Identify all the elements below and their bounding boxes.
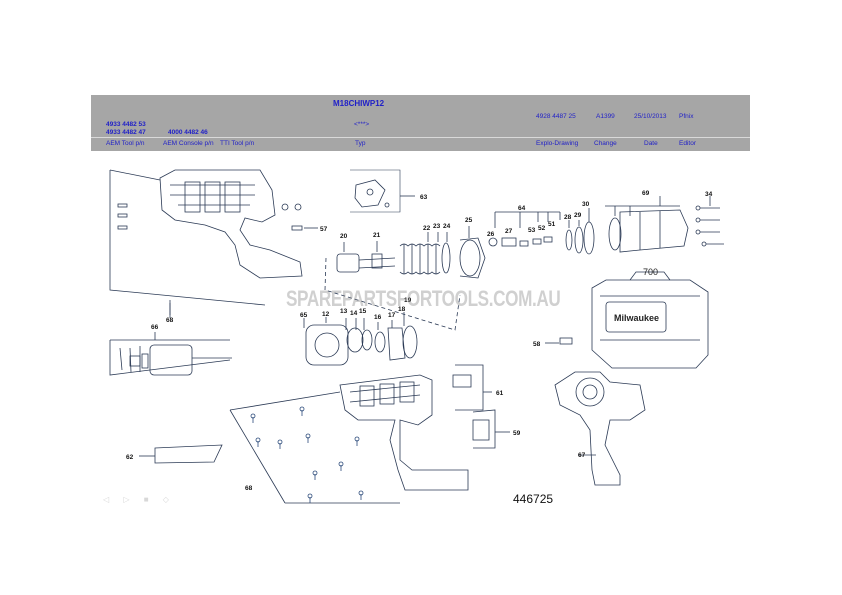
label-16: 16 [374, 314, 382, 321]
page-nav-glyphs[interactable]: ◁ ▷ ■ ◇ [103, 495, 175, 504]
label-15: 15 [359, 308, 367, 315]
label-53: 53 [528, 227, 536, 234]
label-23: 23 [433, 223, 441, 230]
label-59: 59 [513, 430, 521, 437]
hammer-25 [459, 226, 486, 279]
label-52: 52 [538, 225, 546, 232]
typ-value: <***> [354, 121, 370, 128]
label-68-lower: 68 [245, 485, 253, 492]
label-24: 24 [443, 223, 451, 230]
label-66: 66 [151, 324, 159, 331]
part-61 [452, 364, 492, 411]
bracket-63 [350, 169, 415, 213]
label-64: 64 [518, 205, 526, 212]
label-25: 25 [465, 217, 473, 224]
label-13: 13 [340, 308, 348, 315]
screws-34 [695, 196, 724, 247]
label-21: 21 [373, 232, 381, 239]
title-block: M18CHIWP12 4933 4482 53 4933 4482 47 400… [91, 95, 750, 151]
screw-57 [291, 225, 318, 231]
label-58: 58 [533, 341, 541, 348]
col-aem-console: AEM Console p/n [163, 140, 214, 147]
label-68-upper: 68 [166, 317, 174, 324]
title-block-divider [91, 137, 750, 138]
label-28: 28 [564, 214, 572, 221]
model-title: M18CHIWP12 [333, 99, 385, 108]
col-explo-drawing: Explo-Drawing [536, 140, 579, 147]
label-14: 14 [350, 310, 358, 317]
label-27: 27 [505, 228, 513, 235]
date-value: 25/10/2013 [634, 113, 667, 120]
col-change: Change [594, 140, 617, 147]
aem-tool-part-no-1: 4933 4482 53 [106, 121, 146, 128]
case-brand-text: Milwaukee [614, 313, 659, 323]
part-number-labels: 63 57 20 21 22 23 24 25 26 27 64 53 52 5… [126, 190, 713, 492]
label-57: 57 [320, 226, 328, 233]
assembled-tool-67 [554, 371, 646, 486]
label-69: 69 [642, 190, 650, 197]
label-34: 34 [705, 191, 713, 198]
watermark: SPAREPARTSFORTOOLS.COM.AU [286, 286, 561, 311]
pins-26-27 [488, 211, 561, 247]
col-typ: Typ [355, 140, 366, 147]
label-65: 65 [300, 312, 308, 319]
gearbox-12-19 [303, 312, 418, 366]
col-tti-tool: TTI Tool p/n [220, 140, 255, 147]
housing-half-upper [109, 169, 303, 315]
col-editor: Editor [679, 140, 696, 147]
part-58 [545, 337, 573, 345]
housing-half-lower [229, 374, 469, 504]
label-62 [139, 444, 223, 464]
col-date: Date [644, 140, 658, 147]
explo-drawing-no: 4928 4487 25 [536, 113, 576, 120]
label-26: 26 [487, 231, 495, 238]
change-value: A1399 [596, 113, 615, 120]
label-63: 63 [420, 194, 428, 201]
carry-case-700: Milwaukee [591, 271, 709, 369]
aem-console-part-no: 4000 4482 46 [168, 129, 208, 136]
label-51: 51 [548, 221, 556, 228]
label-12: 12 [322, 311, 330, 318]
label-18: 18 [398, 306, 406, 313]
label-700: 700 [643, 267, 658, 277]
anvil-shaft-20-21 [336, 241, 396, 273]
label-19: 19 [404, 297, 412, 304]
label-61: 61 [496, 390, 504, 397]
spring-22-24 [399, 232, 451, 275]
label-30: 30 [582, 201, 590, 208]
drawing-reference-number: 446725 [513, 492, 554, 506]
editor-value: Pfnix [679, 113, 694, 120]
aem-tool-part-no-2: 4933 4482 47 [106, 129, 146, 136]
col-aem-tool: AEM Tool p/n [106, 140, 145, 147]
label-62: 62 [126, 454, 134, 461]
label-17: 17 [388, 312, 396, 319]
label-67: 67 [578, 452, 586, 459]
label-29: 29 [574, 212, 582, 219]
rings-28-30 [565, 208, 595, 255]
nose-cover-69 [605, 196, 689, 253]
switch-59 [472, 409, 510, 449]
screws-68-lower [250, 406, 364, 503]
label-20: 20 [340, 233, 348, 240]
motor-66 [109, 332, 232, 376]
label-22: 22 [423, 225, 431, 232]
